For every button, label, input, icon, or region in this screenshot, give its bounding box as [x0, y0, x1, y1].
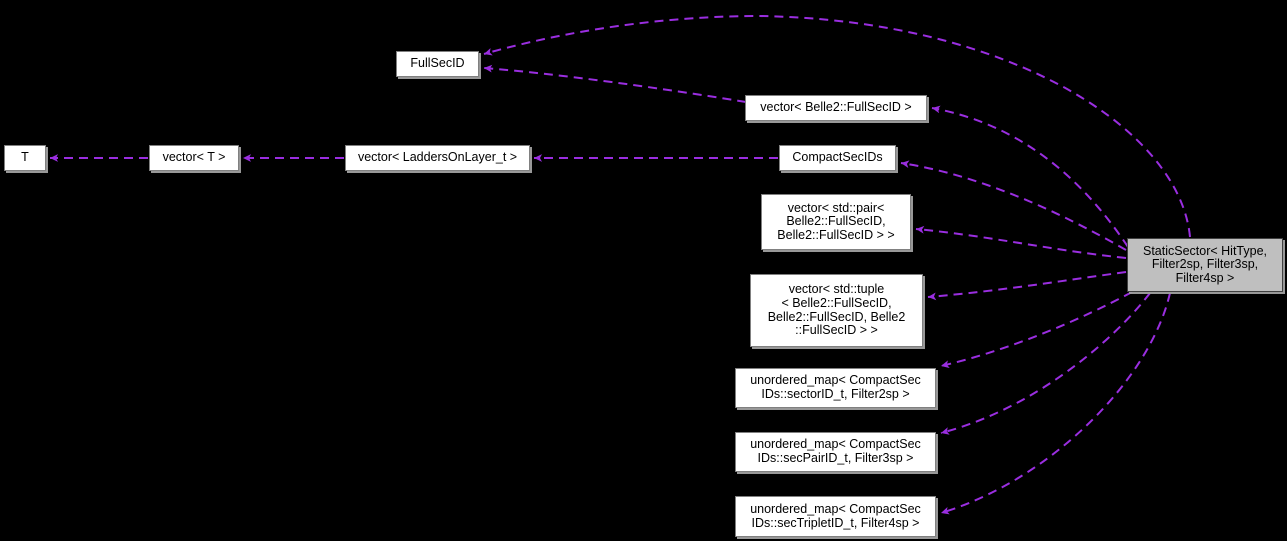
edge-staticsector-to-umap_triplet	[940, 292, 1171, 515]
node-vec_tuple[interactable]: vector< std::tuple < Belle2::FullSecID, …	[750, 274, 923, 347]
node-umap_pair[interactable]: unordered_map< CompactSec IDs::secPairID…	[735, 432, 936, 472]
node-label-fullsecid: FullSecID	[410, 56, 465, 71]
node-label-vec_tuple: vector< std::tuple < Belle2::FullSecID, …	[767, 282, 906, 338]
edge-staticsector-to-umap_sector	[940, 291, 1133, 368]
node-label-umap_sector: unordered_map< CompactSec IDs::sectorID_…	[750, 373, 921, 401]
node-label-vec_pair: vector< std::pair< Belle2::FullSecID, Be…	[777, 200, 895, 242]
edge-staticsector-to-compactsecids	[900, 160, 1127, 251]
edge-staticsector-to-vec_pair	[915, 225, 1127, 259]
node-label-t: T	[21, 150, 29, 165]
node-t[interactable]: T	[4, 145, 46, 171]
node-umap_triplet[interactable]: unordered_map< CompactSec IDs::secTriple…	[735, 496, 936, 537]
node-vector_t[interactable]: vector< T >	[149, 145, 239, 171]
node-label-vec_fsid: vector< Belle2::FullSecID >	[760, 100, 912, 115]
node-umap_sector[interactable]: unordered_map< CompactSec IDs::sectorID_…	[735, 368, 936, 408]
edge-staticsector-to-fullsecid	[483, 14, 1191, 238]
edge-staticsector-to-umap_pair	[940, 292, 1151, 435]
node-label-vector_t: vector< T >	[162, 150, 226, 165]
node-staticsector[interactable]: StaticSector< HitType, Filter2sp, Filter…	[1127, 238, 1283, 292]
node-label-staticsector: StaticSector< HitType, Filter2sp, Filter…	[1142, 243, 1267, 285]
edge-staticsector-to-vec_fsid	[931, 105, 1129, 248]
node-vec_pair[interactable]: vector< std::pair< Belle2::FullSecID, Be…	[761, 194, 911, 250]
node-label-umap_pair: unordered_map< CompactSec IDs::secPairID…	[750, 437, 921, 465]
node-label-umap_triplet: unordered_map< CompactSec IDs::secTriple…	[750, 501, 921, 530]
node-compactsecids[interactable]: CompactSecIDs	[779, 145, 896, 171]
node-fullsecid[interactable]: FullSecID	[396, 51, 479, 77]
node-vec_fsid[interactable]: vector< Belle2::FullSecID >	[745, 95, 927, 121]
node-vector_lol[interactable]: vector< LaddersOnLayer_t >	[345, 145, 530, 171]
edge-vec_fsid-to-fullsecid	[483, 64, 747, 103]
node-label-vector_lol: vector< LaddersOnLayer_t >	[357, 150, 518, 165]
edge-staticsector-to-vec_tuple	[927, 271, 1127, 301]
node-label-compactsecids: CompactSecIDs	[792, 150, 883, 165]
